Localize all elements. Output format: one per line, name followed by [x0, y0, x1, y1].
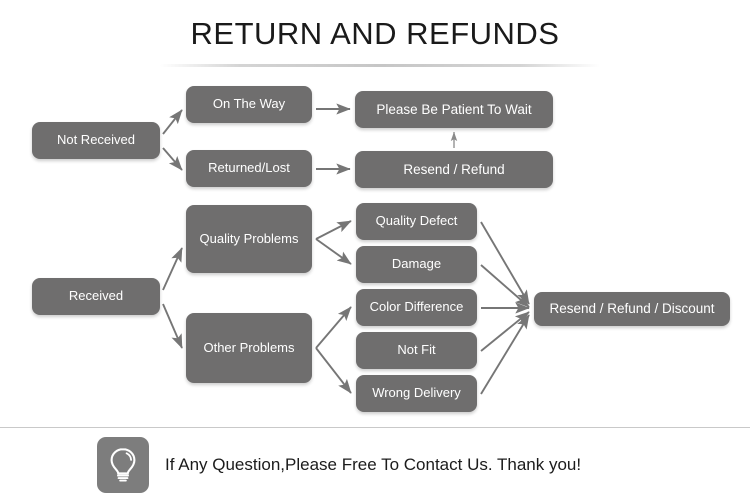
node-other-problems[interactable]: Other Problems [186, 313, 312, 383]
title-divider [160, 64, 600, 67]
node-resend-refund[interactable]: Resend / Refund [355, 151, 553, 188]
lightbulb-icon [97, 437, 149, 493]
node-on-the-way[interactable]: On The Way [186, 86, 312, 123]
node-color-difference[interactable]: Color Difference [356, 289, 477, 326]
node-not-received[interactable]: Not Received [32, 122, 160, 159]
node-not-fit[interactable]: Not Fit [356, 332, 477, 369]
node-quality-defect[interactable]: Quality Defect [356, 203, 477, 240]
node-returned-lost[interactable]: Returned/Lost [186, 150, 312, 187]
node-wrong-delivery[interactable]: Wrong Delivery [356, 375, 477, 412]
node-resend-refund-discount[interactable]: Resend / Refund / Discount [534, 292, 730, 326]
footer-divider [0, 427, 750, 428]
footer-text: If Any Question,Please Free To Contact U… [165, 455, 582, 474]
page-title: RETURN AND REFUNDS [190, 16, 560, 51]
node-received[interactable]: Received [32, 278, 160, 315]
footer: If Any Question,Please Free To Contact U… [97, 437, 697, 493]
node-please-be-patient-to-wait[interactable]: Please Be Patient To Wait [355, 91, 553, 128]
node-damage[interactable]: Damage [356, 246, 477, 283]
node-quality-problems[interactable]: Quality Problems [186, 205, 312, 273]
